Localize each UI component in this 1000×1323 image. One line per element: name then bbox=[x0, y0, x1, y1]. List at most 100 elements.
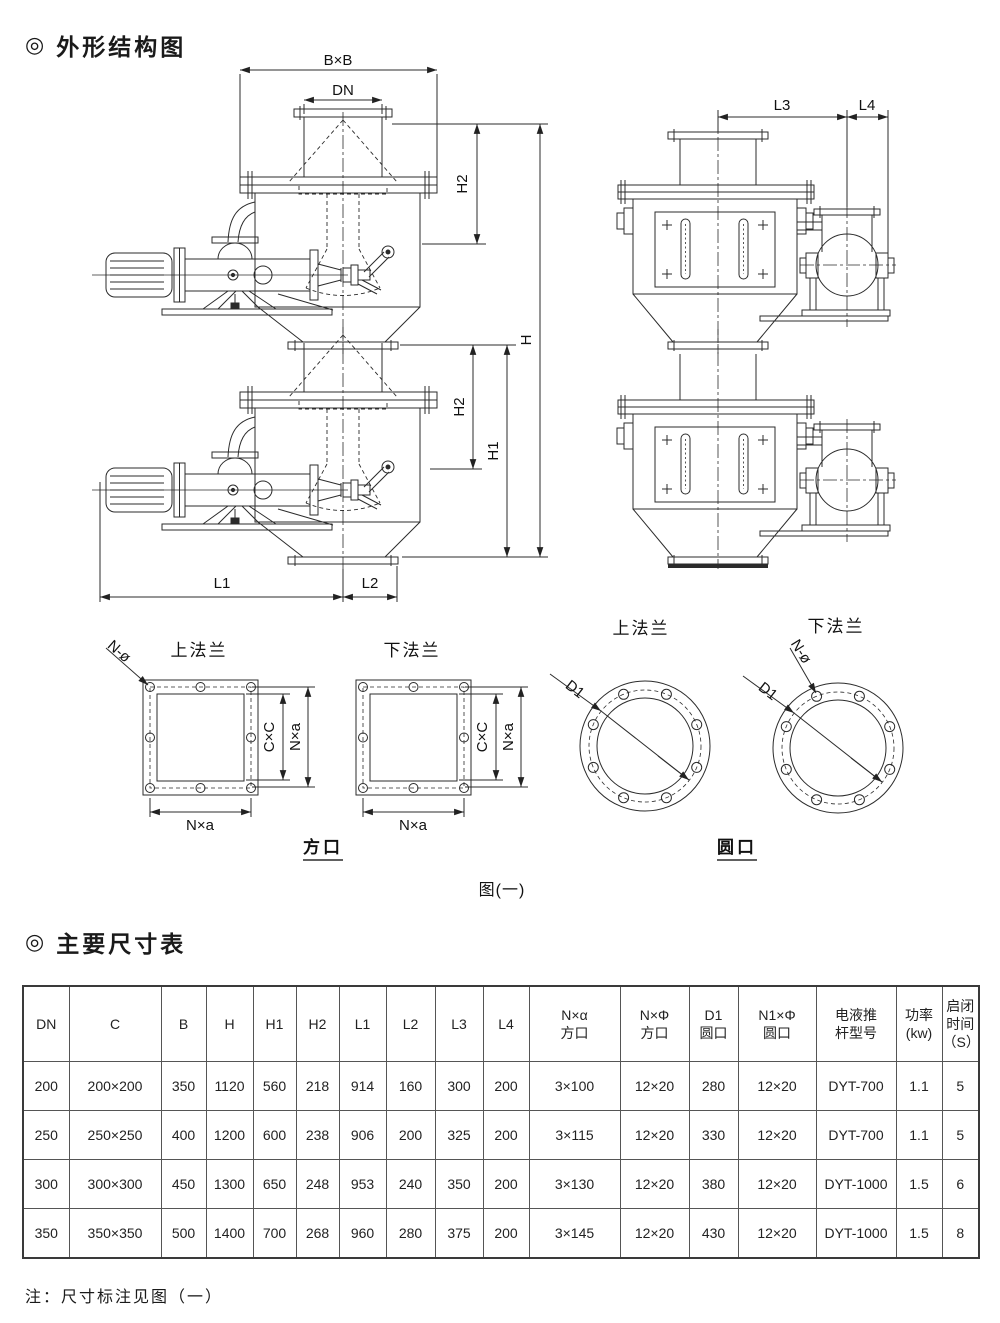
table-cell: 1.1 bbox=[895, 1061, 943, 1111]
figure-caption: 图(一) bbox=[479, 882, 526, 899]
header-cell: DN bbox=[22, 985, 70, 1062]
table-cell: 450 bbox=[160, 1159, 207, 1209]
side-view: L3 L4 bbox=[616, 97, 897, 570]
table-cell: 350×350 bbox=[68, 1208, 162, 1259]
square-upper-flange bbox=[142, 679, 259, 796]
table-cell: 200 bbox=[385, 1110, 436, 1160]
table-cell: 5 bbox=[941, 1061, 980, 1111]
dim-label-cxc-lower: C×C bbox=[474, 722, 491, 753]
label-upper-flange-square: 上法兰 bbox=[171, 641, 228, 660]
section-title-structure: ◎ 外形结构图 bbox=[25, 28, 186, 62]
table-cell: 1.5 bbox=[895, 1159, 943, 1209]
dim-label-l3: L3 bbox=[774, 97, 791, 114]
caption-round-port: 圆口 bbox=[717, 838, 757, 857]
table-cell: 350 bbox=[160, 1061, 207, 1111]
table-cell: 300 bbox=[434, 1061, 484, 1111]
table-cell: 12×20 bbox=[737, 1159, 817, 1209]
dim-label-l1: L1 bbox=[214, 575, 231, 592]
side-view-dimensions bbox=[717, 110, 889, 257]
table-cell: DYT-1000 bbox=[815, 1159, 897, 1209]
table-cell: DYT-700 bbox=[815, 1061, 897, 1111]
table-cell: DYT-1000 bbox=[815, 1208, 897, 1259]
dim-label-dn: DN bbox=[332, 82, 354, 99]
table-cell: 12×20 bbox=[737, 1061, 817, 1111]
table-cell: 430 bbox=[688, 1208, 739, 1259]
table-cell: 12×20 bbox=[619, 1208, 690, 1259]
square-lower-flange bbox=[355, 679, 472, 796]
table-cell: 960 bbox=[338, 1208, 387, 1259]
table-cell: 1120 bbox=[205, 1061, 254, 1111]
table-cell: 238 bbox=[295, 1110, 340, 1160]
table-cell: 400 bbox=[160, 1110, 207, 1160]
structure-drawing: B×B DN H2 H H2 H1 L1 L2 bbox=[91, 52, 904, 899]
table-cell: 8 bbox=[941, 1208, 980, 1259]
table-cell: DYT-700 bbox=[815, 1110, 897, 1160]
label-lower-flange-square: 下法兰 bbox=[384, 641, 441, 660]
front-view-dimensions bbox=[99, 66, 548, 602]
dim-label-nxa-upper-h: N×a bbox=[186, 817, 215, 834]
table-cell: 12×20 bbox=[619, 1159, 690, 1209]
table-cell: 1200 bbox=[205, 1110, 254, 1160]
header-cell: 电液推杆型号 bbox=[815, 985, 897, 1062]
header-cell: H1 bbox=[252, 985, 297, 1062]
front-view: B×B DN H2 H H2 H1 L1 L2 bbox=[91, 52, 548, 602]
header-cell: B bbox=[160, 985, 207, 1062]
table-cell: 650 bbox=[252, 1159, 297, 1209]
table-cell: 200 bbox=[22, 1061, 70, 1111]
table-cell: 380 bbox=[688, 1159, 739, 1209]
table-cell: 700 bbox=[252, 1208, 297, 1259]
note: 注：尺寸标注见图（一） bbox=[25, 1289, 224, 1306]
header-cell: L4 bbox=[482, 985, 530, 1062]
table-cell: 500 bbox=[160, 1208, 207, 1259]
square-flange-detail: N-ø 上法兰 下法兰 C×C N×a N×a C×C N×a N×a 方口 bbox=[104, 637, 528, 861]
label-upper-flange-round: 上法兰 bbox=[613, 619, 670, 638]
header-cell: H2 bbox=[295, 985, 340, 1062]
section-title-table: ◎ 主要尺寸表 bbox=[25, 925, 186, 959]
header-cell: L1 bbox=[338, 985, 387, 1062]
front-inlet-flange bbox=[293, 108, 393, 118]
table-cell: 248 bbox=[295, 1159, 340, 1209]
table-cell: 1300 bbox=[205, 1159, 254, 1209]
table-cell: 250×250 bbox=[68, 1110, 162, 1160]
dim-label-l2: L2 bbox=[362, 575, 379, 592]
header-cell: L3 bbox=[434, 985, 484, 1062]
table-cell: 350 bbox=[22, 1208, 70, 1259]
table-cell: 280 bbox=[385, 1208, 436, 1259]
dim-label-h2-upper: H2 bbox=[454, 174, 471, 193]
table-cell: 200 bbox=[482, 1159, 530, 1209]
table-cell: 906 bbox=[338, 1110, 387, 1160]
header-cell: 启闭时间（S） bbox=[941, 985, 980, 1062]
header-cell: H bbox=[205, 985, 254, 1062]
front-unit-2 bbox=[91, 326, 438, 570]
table-cell: 240 bbox=[385, 1159, 436, 1209]
table-cell: 3×130 bbox=[528, 1159, 621, 1209]
table-cell: 5 bbox=[941, 1110, 980, 1160]
table-cell: 350 bbox=[434, 1159, 484, 1209]
table-cell: 3×100 bbox=[528, 1061, 621, 1111]
table-cell: 325 bbox=[434, 1110, 484, 1160]
table-cell: 914 bbox=[338, 1061, 387, 1111]
label-lower-flange-round: 下法兰 bbox=[808, 617, 865, 636]
table-cell: 300×300 bbox=[68, 1159, 162, 1209]
table-cell: 3×115 bbox=[528, 1110, 621, 1160]
table-cell: 218 bbox=[295, 1061, 340, 1111]
header-cell: 功率(kw) bbox=[895, 985, 943, 1062]
table-cell: 6 bbox=[941, 1159, 980, 1209]
dim-label-bxb: B×B bbox=[324, 52, 353, 69]
side-unit-2 bbox=[616, 328, 897, 570]
table-cell: 600 bbox=[252, 1110, 297, 1160]
dim-label-h1: H1 bbox=[485, 441, 502, 460]
table-cell: 330 bbox=[688, 1110, 739, 1160]
header-cell: C bbox=[68, 985, 162, 1062]
table-cell: 953 bbox=[338, 1159, 387, 1209]
table-cell: 280 bbox=[688, 1061, 739, 1111]
table-cell: 1.5 bbox=[895, 1208, 943, 1259]
